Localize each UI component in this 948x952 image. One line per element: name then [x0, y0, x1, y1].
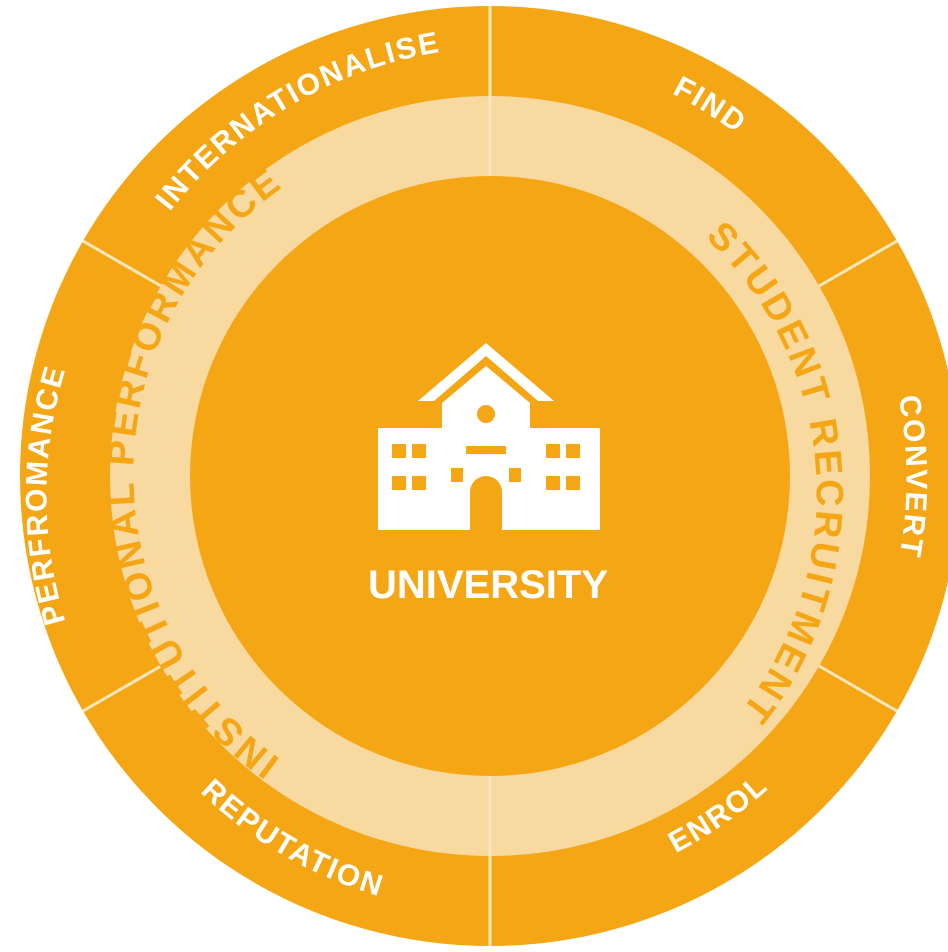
divider-bottom-left — [82, 664, 162, 713]
segment-dividers — [82, 6, 898, 946]
divider-top-right — [818, 239, 898, 288]
divider-bottom-right — [818, 664, 898, 713]
divider-top-left — [82, 239, 162, 288]
school-building-icon — [378, 343, 600, 530]
center-label: UNIVERSITY — [368, 563, 608, 607]
